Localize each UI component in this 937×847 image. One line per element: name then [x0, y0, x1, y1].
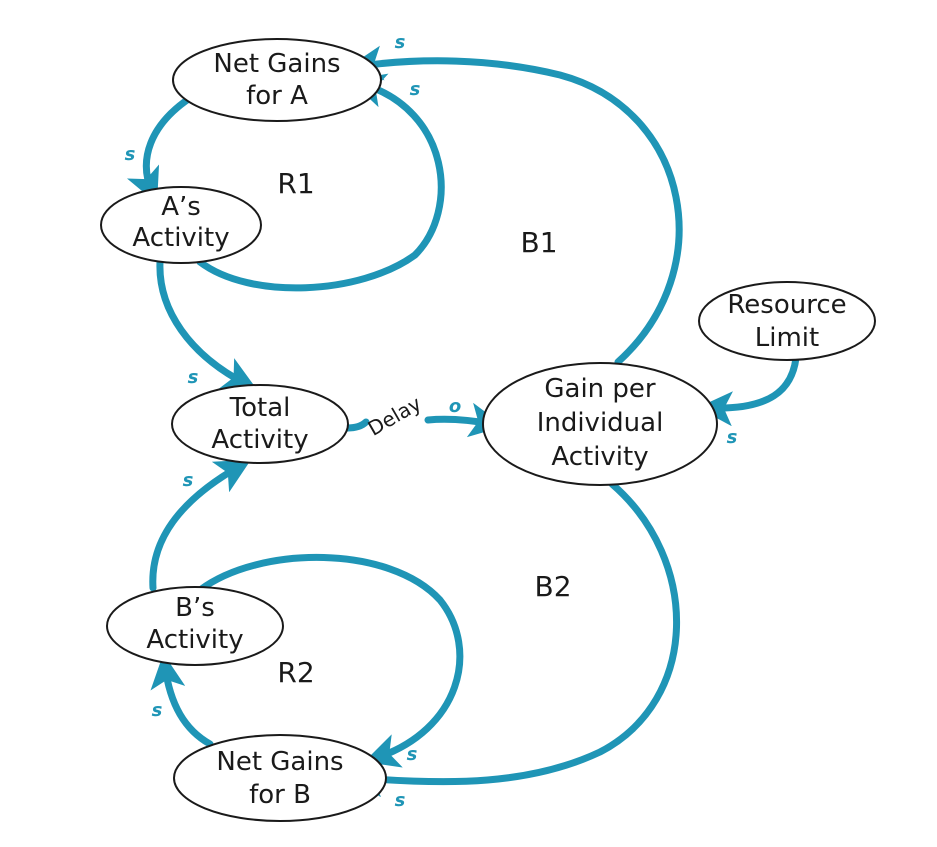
link-resource-limit-to-gain-per: [697, 354, 800, 427]
polarity-marker: s: [188, 367, 199, 388]
polarity-marker: s: [727, 427, 738, 448]
polarity-marker: s: [410, 79, 421, 100]
node-total-activity: Total Activity: [171, 384, 349, 464]
node-label: Limit: [755, 323, 819, 353]
link-net-gains-a-to-a-activity: [126, 94, 194, 204]
node-label: Activity: [146, 625, 243, 655]
node-label: Activity: [551, 442, 648, 472]
node-label: A’s: [161, 192, 201, 222]
link-gain-per-to-net-gains-b: [347, 480, 680, 798]
node-label: Activity: [211, 425, 308, 455]
polarity-marker: s: [407, 744, 418, 765]
node-net-gains-for-b: Net Gains for B: [173, 734, 387, 822]
link-b-activity-to-net-gains-b: [196, 553, 464, 768]
node-net-gains-for-a: Net Gains for A: [172, 38, 382, 122]
node-label: Individual: [537, 408, 664, 438]
polarity-marker: s: [395, 32, 406, 53]
polarity-marker: s: [125, 144, 136, 165]
loop-label-b1: B1: [520, 226, 557, 259]
link-b-activity-to-total-activity: [149, 459, 251, 592]
polarity-marker: o: [449, 396, 461, 417]
node-label: Resource: [727, 290, 846, 320]
link-total-activity-to-delay: [343, 418, 370, 432]
delay-label: Delay: [364, 391, 426, 441]
node-label: Net Gains: [213, 49, 340, 79]
node-label: B’s: [175, 593, 215, 623]
node-label: for B: [249, 780, 311, 810]
node-b-activity: B’s Activity: [106, 586, 284, 666]
node-label: Gain per: [544, 374, 656, 404]
node-label: Net Gains: [216, 747, 343, 777]
node-label: for A: [246, 81, 308, 111]
node-label: Activity: [132, 223, 229, 253]
loop-label-b2: B2: [534, 570, 571, 603]
node-label: Total: [229, 393, 291, 423]
node-gain-per-individual-activity: Gain per Individual Activity: [482, 362, 718, 486]
link-a-activity-to-net-gains-a: [196, 73, 445, 292]
node-a-activity: A’s Activity: [100, 186, 262, 264]
link-net-gains-b-to-b-activity: [150, 653, 214, 748]
link-a-activity-to-total-activity: [156, 258, 258, 390]
node-resource-limit: Resource Limit: [698, 281, 876, 361]
polarity-marker: s: [395, 790, 406, 811]
polarity-marker: s: [152, 700, 163, 721]
link-gain-per-to-net-gains-a: [347, 45, 683, 366]
polarity-marker: s: [183, 470, 194, 491]
loop-label-r2: R2: [277, 656, 314, 689]
loop-label-r1: R1: [277, 167, 314, 200]
